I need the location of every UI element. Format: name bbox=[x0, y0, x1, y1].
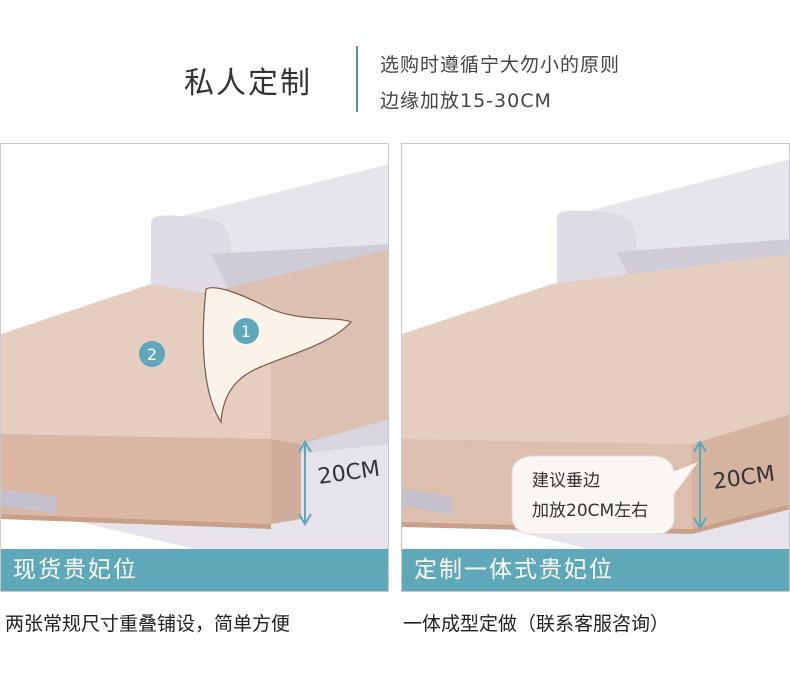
header-rule-line-2: 边缘加放15-30CM bbox=[380, 90, 552, 112]
right-note-bubble bbox=[511, 455, 675, 535]
left-badge-2-label: 2 bbox=[147, 345, 157, 364]
page-title: 私人定制 bbox=[184, 66, 312, 101]
header-rule-line-1: 选购时遵循宁大勿小的原则 bbox=[380, 54, 621, 76]
left-sofa-illustration: 1 2 20CM bbox=[1, 164, 388, 564]
right-sofa-illustration: 建议垂边 加放20CM左右 20CM bbox=[402, 159, 789, 564]
right-cushion bbox=[402, 254, 789, 444]
left-badge-1 bbox=[233, 318, 259, 344]
right-caption: 一体成型定做（联系客服咨询） bbox=[403, 613, 670, 635]
right-note-line-1: 建议垂边 bbox=[532, 471, 600, 491]
left-banner: 现货贵妃位 bbox=[1, 549, 388, 591]
left-cushion-front bbox=[1, 434, 271, 524]
right-note-line-2: 加放20CM左右 bbox=[532, 501, 648, 521]
right-product-panel: 建议垂边 加放20CM左右 20CM 定制一体式贵妃位 bbox=[401, 143, 790, 592]
left-badge-2 bbox=[139, 341, 165, 367]
left-badge-1-label: 1 bbox=[241, 322, 251, 341]
left-caption: 两张常规尺寸重叠铺设，简单方便 bbox=[5, 613, 291, 635]
left-product-panel: 1 2 20CM 现货贵妃位 bbox=[0, 143, 389, 592]
header-divider bbox=[356, 46, 358, 112]
left-sofa-arm bbox=[151, 215, 231, 304]
right-banner: 定制一体式贵妃位 bbox=[402, 549, 789, 591]
